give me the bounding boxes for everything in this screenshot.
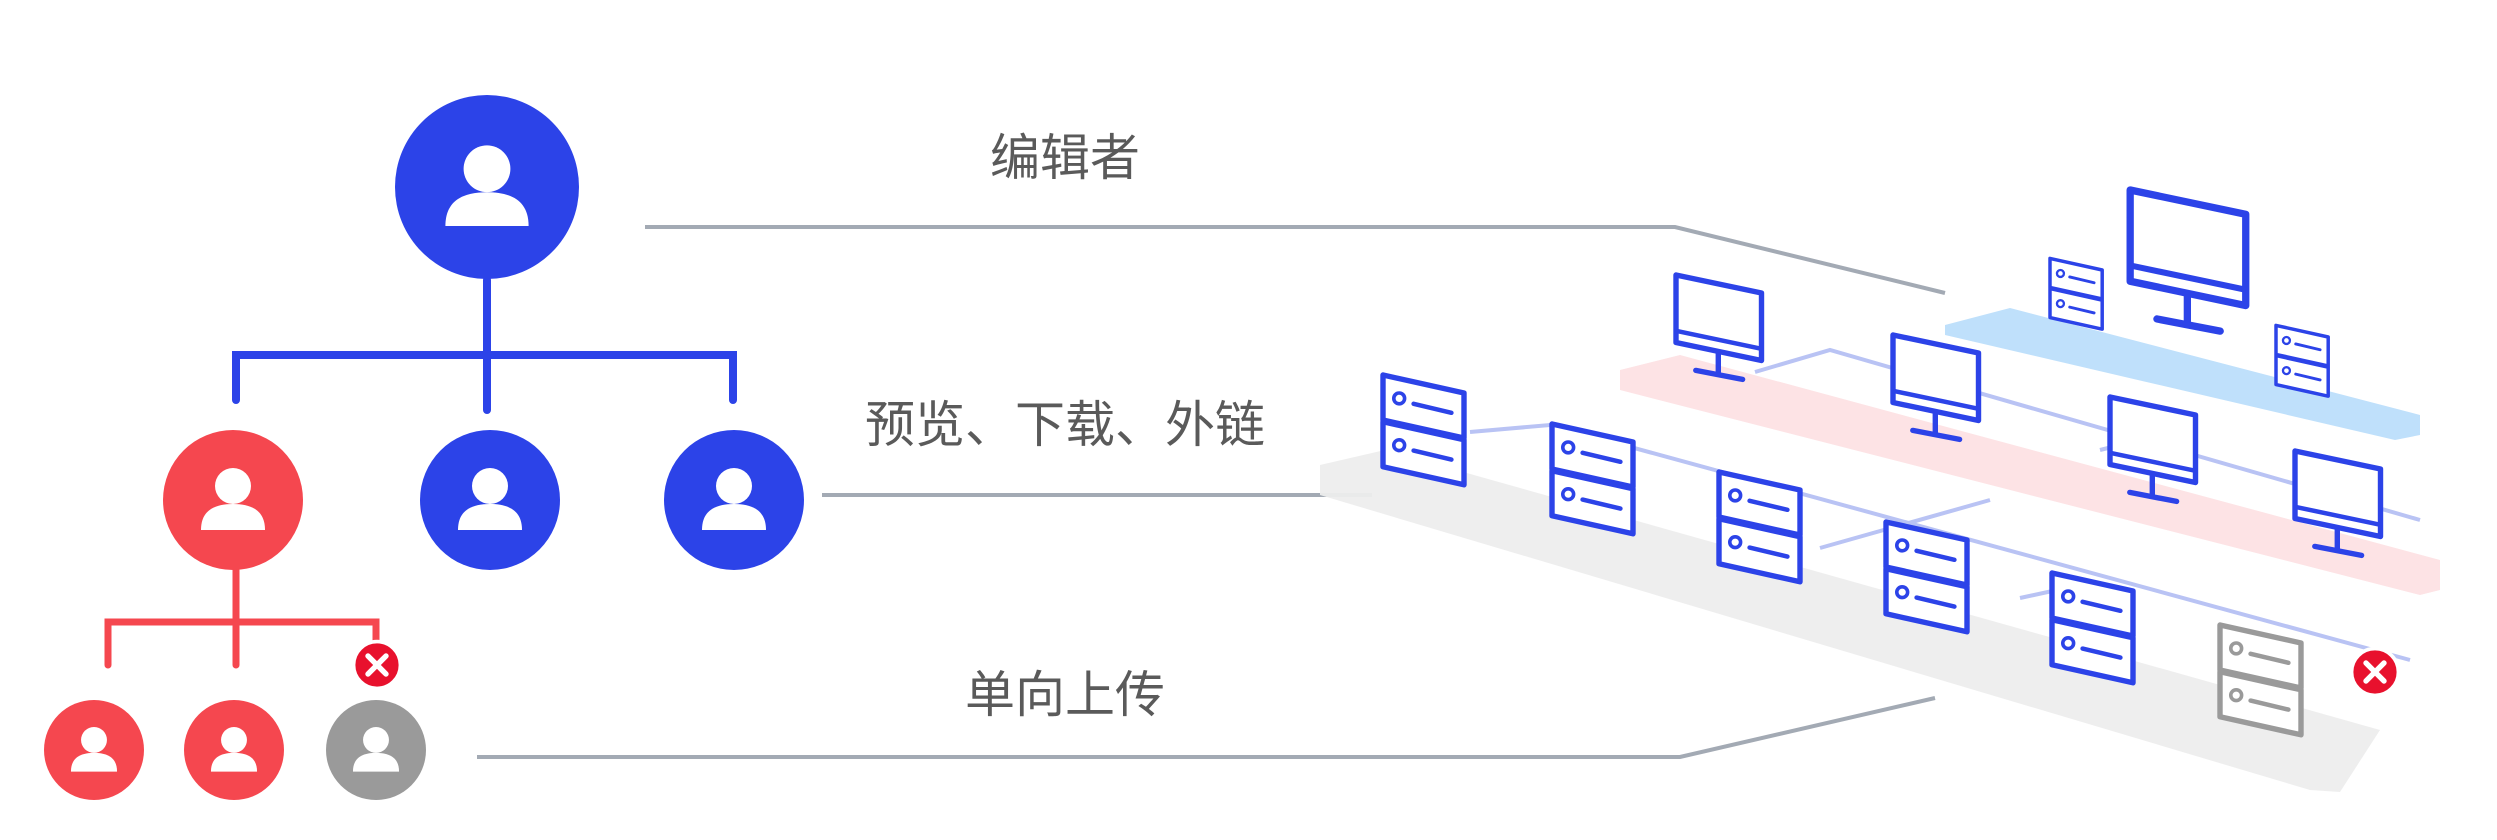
layer-middle bbox=[1620, 355, 2440, 595]
layered-platforms bbox=[1320, 190, 2440, 792]
label-editor: 编辑者 bbox=[990, 129, 1140, 187]
server-icon bbox=[1552, 424, 1633, 534]
close-circle-icon bbox=[2352, 649, 2399, 696]
layer-bottom bbox=[1320, 450, 2380, 792]
server-icon bbox=[2048, 256, 2104, 331]
tree-connector-blue bbox=[232, 276, 737, 414]
leader-lines bbox=[477, 225, 1946, 759]
leader-line-editor bbox=[645, 225, 1946, 295]
label-preview: 预览、下载、外链 bbox=[865, 396, 1265, 454]
server-icon bbox=[2274, 323, 2330, 398]
server-icon-disabled bbox=[2220, 625, 2301, 735]
layer-top bbox=[1945, 308, 2420, 440]
server-icon bbox=[1383, 375, 1464, 485]
close-circle-icon bbox=[354, 642, 401, 689]
tree-connector-red bbox=[104, 564, 380, 669]
monitor-icon bbox=[2130, 190, 2246, 331]
label-upload: 单向上传 bbox=[965, 666, 1165, 724]
server-icon bbox=[1886, 522, 1967, 632]
server-icon bbox=[2052, 573, 2133, 683]
leader-line-upload bbox=[477, 696, 1936, 759]
server-icon bbox=[1719, 472, 1800, 582]
hierarchy-tree bbox=[44, 95, 804, 800]
